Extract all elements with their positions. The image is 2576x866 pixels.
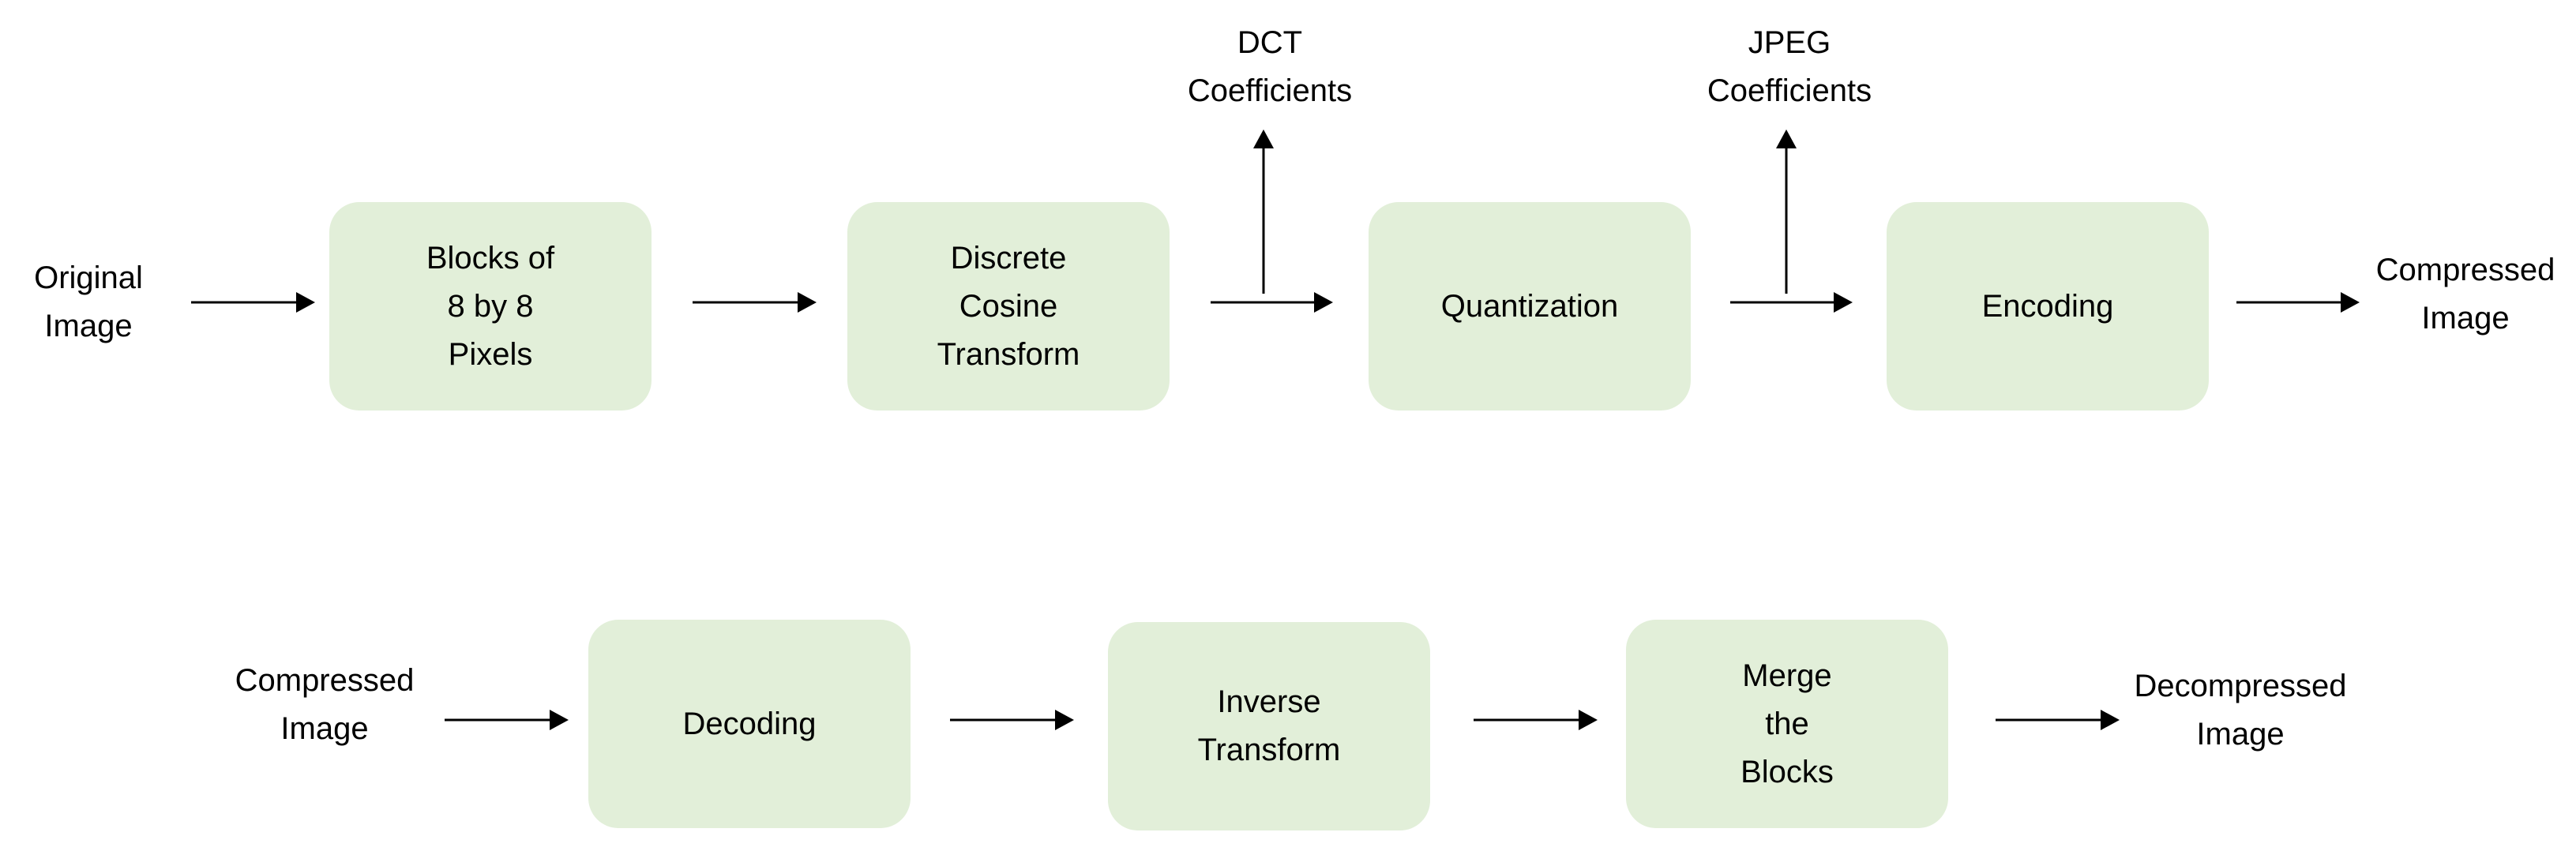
arrow-dct-to-quantization-head <box>1314 292 1333 313</box>
original-image-text: Original Image <box>34 261 143 343</box>
dct-step-box: Discrete Cosine Transform <box>847 202 1170 411</box>
inverse-transform-step-label: Inverse Transform <box>1197 684 1341 767</box>
arrow-up-dct-coefficients-head <box>1253 129 1274 148</box>
compressed-image-output-label: Compressed Image <box>2339 231 2576 358</box>
merge-blocks-step-label: Merge the Blocks <box>1740 658 1834 789</box>
compressed-image-input-label: Compressed Image <box>198 642 451 768</box>
quantization-step-label: Quantization <box>1440 288 1619 324</box>
dct-step-label: Discrete Cosine Transform <box>937 240 1080 372</box>
blocks-step-label: Blocks of 8 by 8 Pixels <box>426 240 555 372</box>
compressed-image-output-text: Compressed Image <box>2375 253 2555 336</box>
dct-coefficients-text: DCT Coefficients <box>1187 25 1353 108</box>
decoding-step-box: Decoding <box>588 620 911 828</box>
arrow-compressed-to-decoding-head <box>550 710 569 730</box>
jpeg-coefficients-label: JPEG Coefficients <box>1663 16 1916 118</box>
arrow-merge-to-output-head <box>2101 710 2120 730</box>
encoding-step-label: Encoding <box>1981 288 2114 324</box>
inverse-transform-step-box: Inverse Transform <box>1108 622 1430 830</box>
merge-blocks-step-box: Merge the Blocks <box>1626 620 1948 828</box>
encoding-step-box: Encoding <box>1887 202 2209 411</box>
arrow-inverse-to-merge-head <box>1579 710 1598 730</box>
dct-coefficients-label: DCT Coefficients <box>1143 16 1396 118</box>
arrow-decoding-to-inverse-head <box>1055 710 1074 730</box>
decompressed-image-label: Decompressed Image <box>2114 647 2367 774</box>
arrow-encoding-to-output-head <box>2341 292 2360 313</box>
arrow-up-jpeg-coefficients-head <box>1776 129 1797 148</box>
decompressed-image-text: Decompressed Image <box>2134 669 2347 752</box>
decoding-step-label: Decoding <box>682 706 817 741</box>
arrow-blocks-to-dct-head <box>798 292 817 313</box>
arrow-quantization-to-encoding-head <box>1834 292 1853 313</box>
jpeg-coefficients-text: JPEG Coefficients <box>1707 25 1872 108</box>
quantization-step-box: Quantization <box>1369 202 1691 411</box>
blocks-step-box: Blocks of 8 by 8 Pixels <box>329 202 652 411</box>
arrow-input-to-blocks-head <box>296 292 315 313</box>
original-image-label: Original Image <box>0 239 215 366</box>
compressed-image-input-text: Compressed Image <box>235 663 415 746</box>
